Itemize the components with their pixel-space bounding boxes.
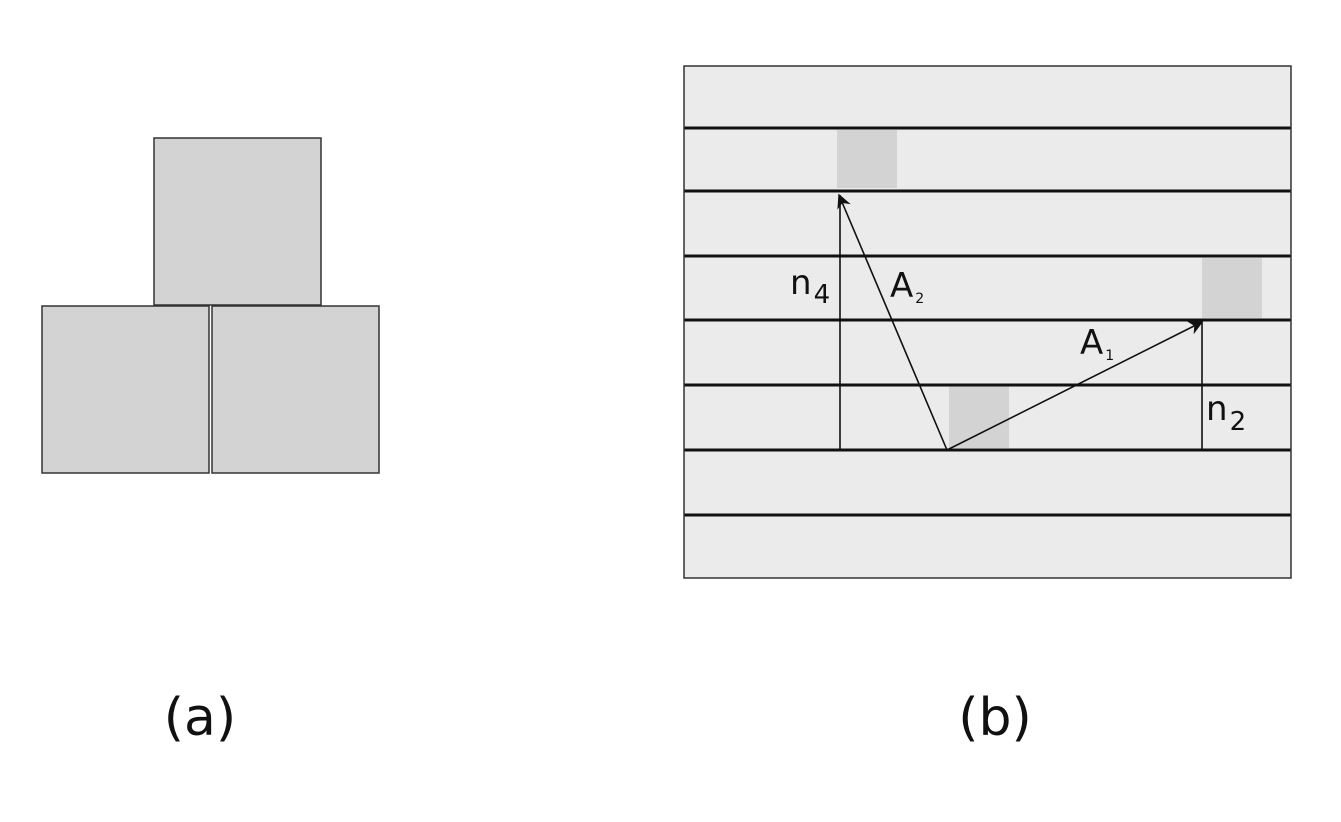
label-n2: n2 xyxy=(1206,389,1246,437)
bottom-left-square xyxy=(41,305,210,474)
panel-b-caption: (b) xyxy=(958,688,1032,748)
vector-a1 xyxy=(946,321,1204,451)
top-square xyxy=(153,137,322,306)
panel-a-caption: (a) xyxy=(164,688,236,748)
highlight-cell-right xyxy=(1202,258,1262,318)
bottom-right-square xyxy=(211,305,380,474)
panel-a: (a) xyxy=(41,137,380,748)
vector-a2 xyxy=(837,193,948,451)
strip-frame xyxy=(683,65,1292,579)
strip-background xyxy=(684,66,1291,578)
label-n4: n4 xyxy=(790,263,830,310)
highlight-cell-origin xyxy=(949,386,1009,448)
highlight-cell-top xyxy=(837,130,897,188)
